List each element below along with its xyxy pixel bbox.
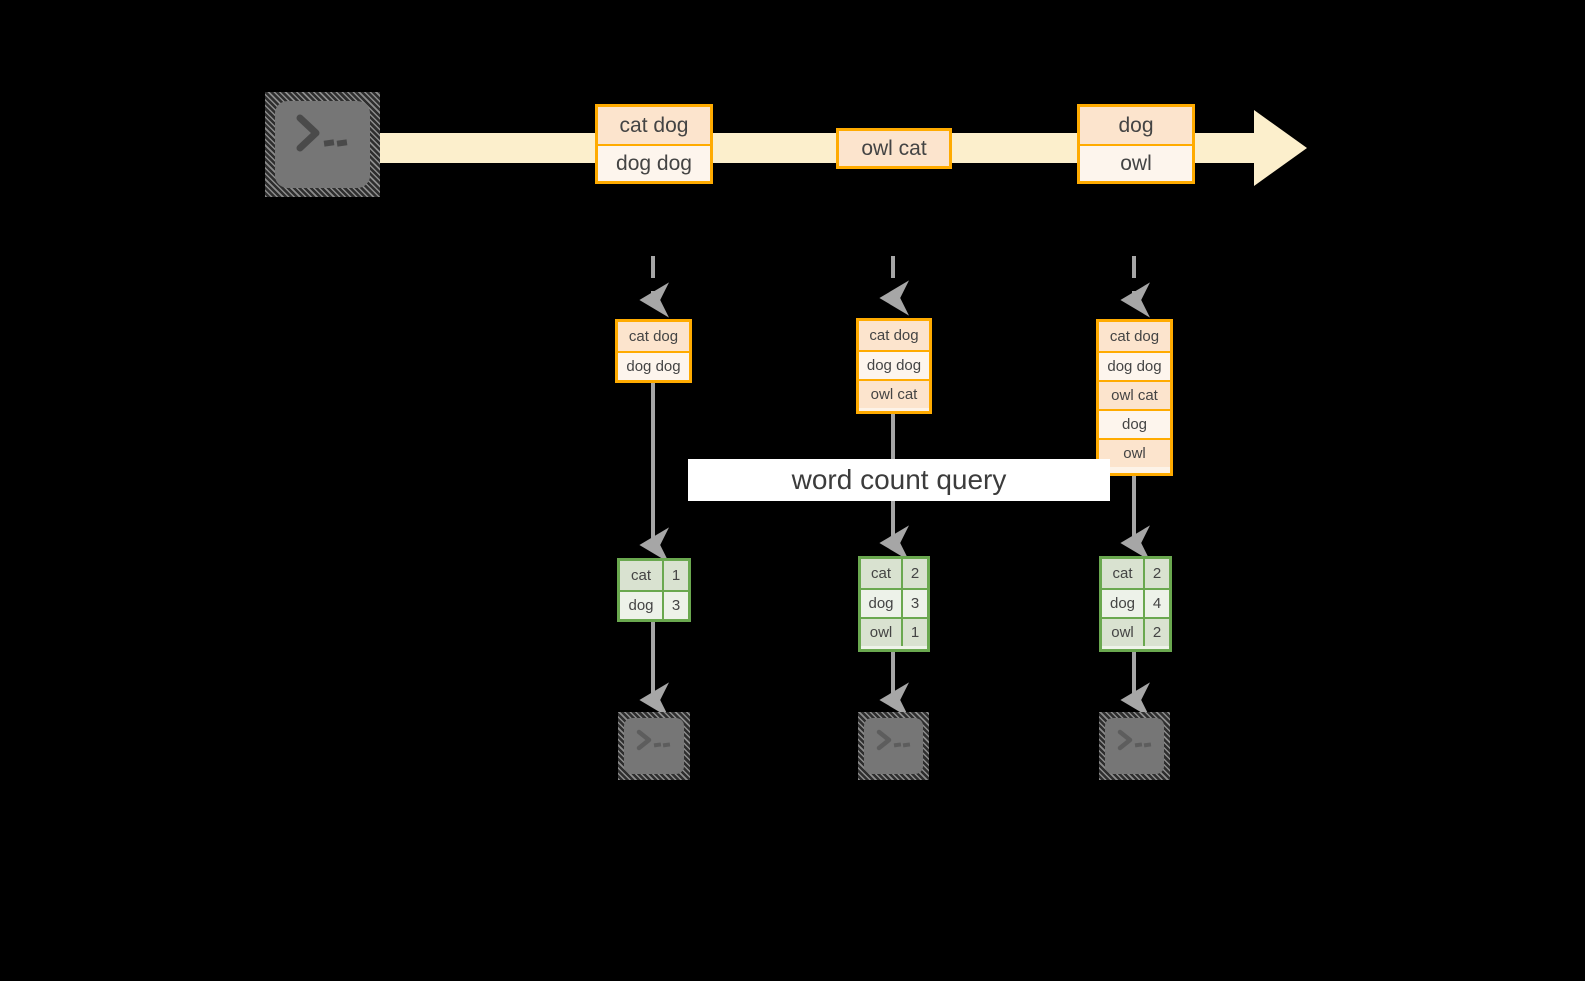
table-row: dog 3 — [620, 590, 688, 619]
stream-event-3-line-2: owl — [1080, 144, 1192, 181]
snapshot-2-input-row: cat dog — [859, 321, 929, 350]
table-row: owl 2 — [1102, 617, 1169, 646]
snapshot-1-input-row: cat dog — [618, 322, 689, 351]
table-row: cat 1 — [620, 561, 688, 590]
result-value: 1 — [903, 619, 927, 646]
result-value: 2 — [1145, 559, 1169, 588]
snapshot-1-result-table: cat 1 dog 3 — [617, 558, 691, 622]
query-label: word count query — [688, 459, 1110, 501]
result-key: cat — [620, 561, 664, 590]
snapshot-3-result-table: cat 2 dog 4 owl 2 — [1099, 556, 1172, 652]
result-value: 3 — [903, 590, 927, 617]
result-key: dog — [861, 590, 903, 617]
result-value: 2 — [1145, 619, 1169, 646]
terminal-screen — [624, 718, 684, 774]
stream-event-2: owl cat — [836, 128, 952, 169]
result-value: 1 — [664, 561, 688, 590]
table-row: dog 4 — [1102, 588, 1169, 617]
snapshot-2-input-row: owl cat — [859, 379, 929, 408]
result-value: 3 — [664, 592, 688, 619]
snapshot-3-input-row: dog dog — [1099, 351, 1170, 380]
consumer-terminal-icon-2 — [858, 712, 929, 780]
stream-event-1-line-1: cat dog — [598, 107, 710, 144]
table-row: owl 1 — [861, 617, 927, 646]
terminal-screen — [275, 101, 370, 188]
terminal-screen — [864, 718, 923, 774]
result-value: 4 — [1145, 590, 1169, 617]
consumer-terminal-icon-3 — [1099, 712, 1170, 780]
snapshot-3-input-row: owl — [1099, 438, 1170, 467]
stream-event-3-line-1: dog — [1080, 107, 1192, 144]
terminal-prompt-glyph — [296, 114, 348, 152]
result-value: 2 — [903, 559, 927, 588]
snapshot-2-input-row: dog dog — [859, 350, 929, 379]
terminal-screen — [1105, 718, 1164, 774]
terminal-prompt-glyph — [636, 729, 671, 751]
result-key: cat — [861, 559, 903, 588]
result-key: dog — [1102, 590, 1145, 617]
snapshot-1-input: cat dog dog dog — [615, 319, 692, 383]
snapshot-3-input: cat dog dog dog owl cat dog owl — [1096, 319, 1173, 476]
snapshot-2-result-table: cat 2 dog 3 owl 1 — [858, 556, 930, 652]
table-row: cat 2 — [1102, 559, 1169, 588]
consumer-terminal-icon-1 — [618, 712, 690, 780]
table-row: cat 2 — [861, 559, 927, 588]
snapshot-2-input: cat dog dog dog owl cat — [856, 318, 932, 414]
table-row: dog 3 — [861, 588, 927, 617]
result-key: owl — [1102, 619, 1145, 646]
stream-event-2-line-1: owl cat — [839, 131, 949, 166]
snapshot-3-input-row: owl cat — [1099, 380, 1170, 409]
stream-event-1-line-2: dog dog — [598, 144, 710, 181]
snapshot-1-input-row: dog dog — [618, 351, 689, 380]
stream-event-3: dog owl — [1077, 104, 1195, 184]
snapshot-3-input-row: dog — [1099, 409, 1170, 438]
snapshot-3-input-row: cat dog — [1099, 322, 1170, 351]
terminal-prompt-glyph — [1117, 729, 1152, 751]
terminal-prompt-glyph — [876, 729, 911, 751]
stream-event-1: cat dog dog dog — [595, 104, 713, 184]
result-key: cat — [1102, 559, 1145, 588]
producer-terminal-icon — [265, 92, 380, 197]
result-key: dog — [620, 592, 664, 619]
result-key: owl — [861, 619, 903, 646]
